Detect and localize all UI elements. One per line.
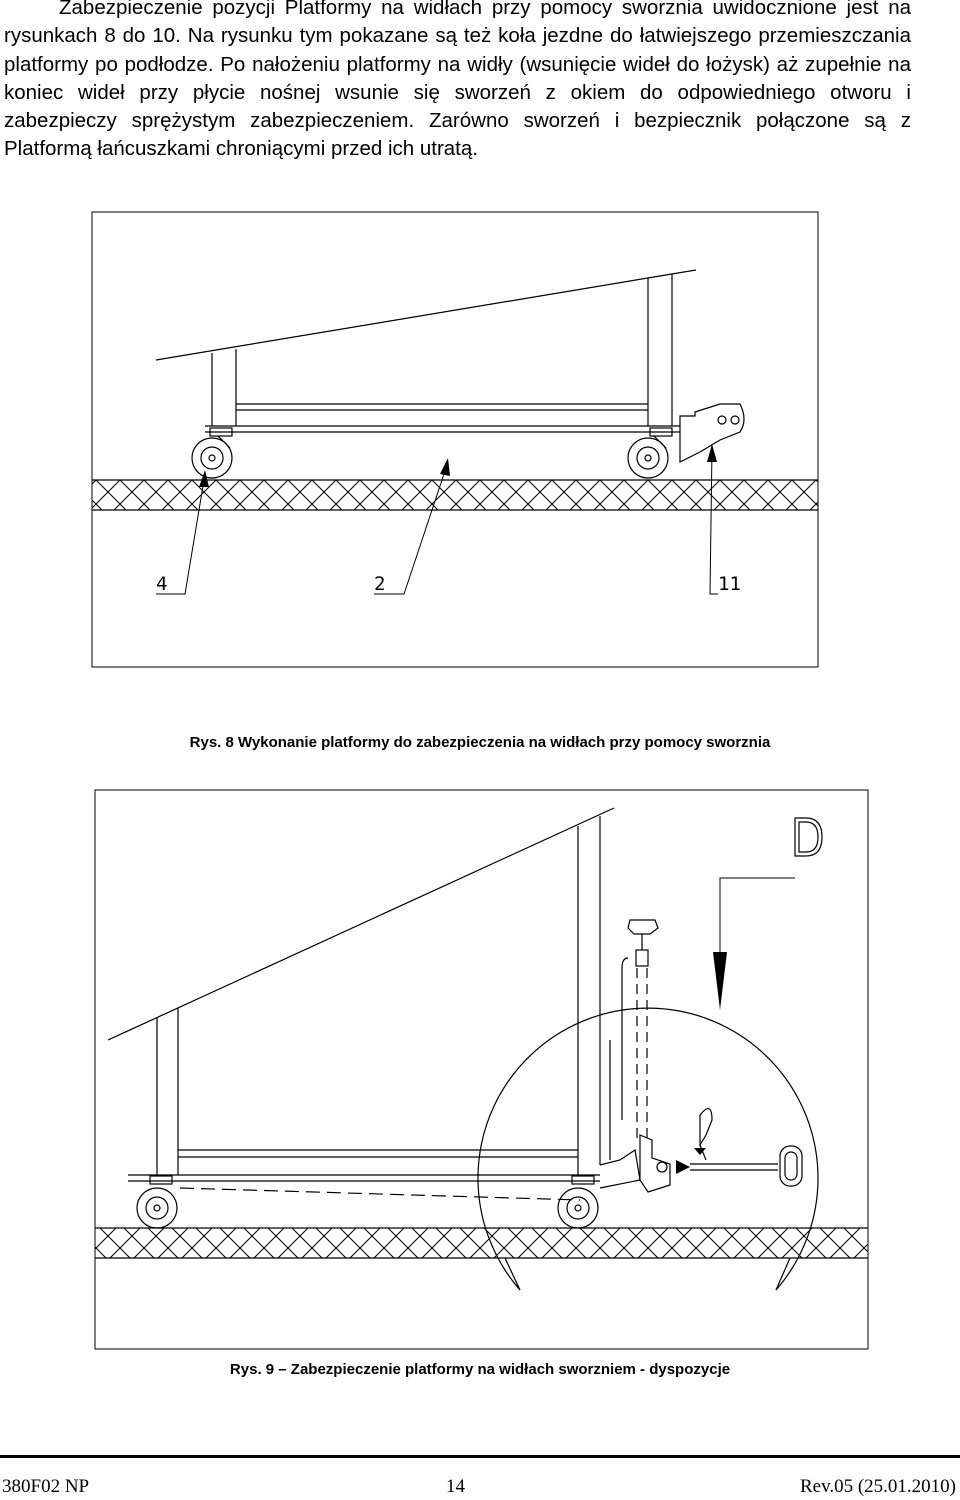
intro-paragraph: Zabezpieczenie pozycji Platformy na widł… [4, 0, 911, 164]
callout-arrowheads [199, 444, 717, 487]
detail-leader-arrow [713, 952, 727, 1010]
figure-8-caption: Rys. 8 Wykonanie platformy do zabezpiecz… [189, 734, 771, 751]
ground-hatch-2 [95, 1228, 868, 1258]
callout-leaders [156, 447, 718, 595]
pin-horizontal [639, 1108, 803, 1193]
footer-page-number: 14 [446, 1476, 465, 1497]
intro-text: Zabezpieczenie pozycji Platformy na widł… [4, 0, 911, 161]
pin-vertical [609, 919, 659, 1160]
figure-9-frame [94, 789, 869, 1350]
wheel-left [191, 427, 233, 479]
detail-label-text: D [0, 0, 1, 1]
footer-rule [0, 1455, 960, 1458]
wheel-right [627, 427, 673, 479]
pin-arrow [676, 1160, 690, 1174]
ground-hatch [92, 480, 818, 510]
figure-8-frame [91, 211, 819, 668]
callout-11: 11 [718, 573, 741, 595]
platform-side-view-2 [107, 807, 641, 1201]
figure-9-caption: Rys. 9 – Zabezpieczenie platformy na wid… [229, 1361, 731, 1378]
footer-revision: Rev.05 (25.01.2010) [799, 1476, 956, 1497]
detail-circle [477, 1007, 819, 1291]
footer-doc-code: 380F02 NP [2, 1476, 90, 1497]
figure-8-drawing: 4 2 11 [91, 211, 819, 668]
wheel-left-2 [136, 1175, 178, 1229]
detail-label-d [794, 817, 823, 857]
clip-marker [694, 1148, 706, 1155]
figure-9-drawing: D [0, 0, 869, 1350]
wheel-right-2 [557, 1175, 599, 1229]
callout-4: 4 [156, 573, 167, 595]
detail-leader [719, 877, 795, 960]
platform-side-view [155, 269, 745, 463]
callout-2: 2 [374, 573, 385, 595]
